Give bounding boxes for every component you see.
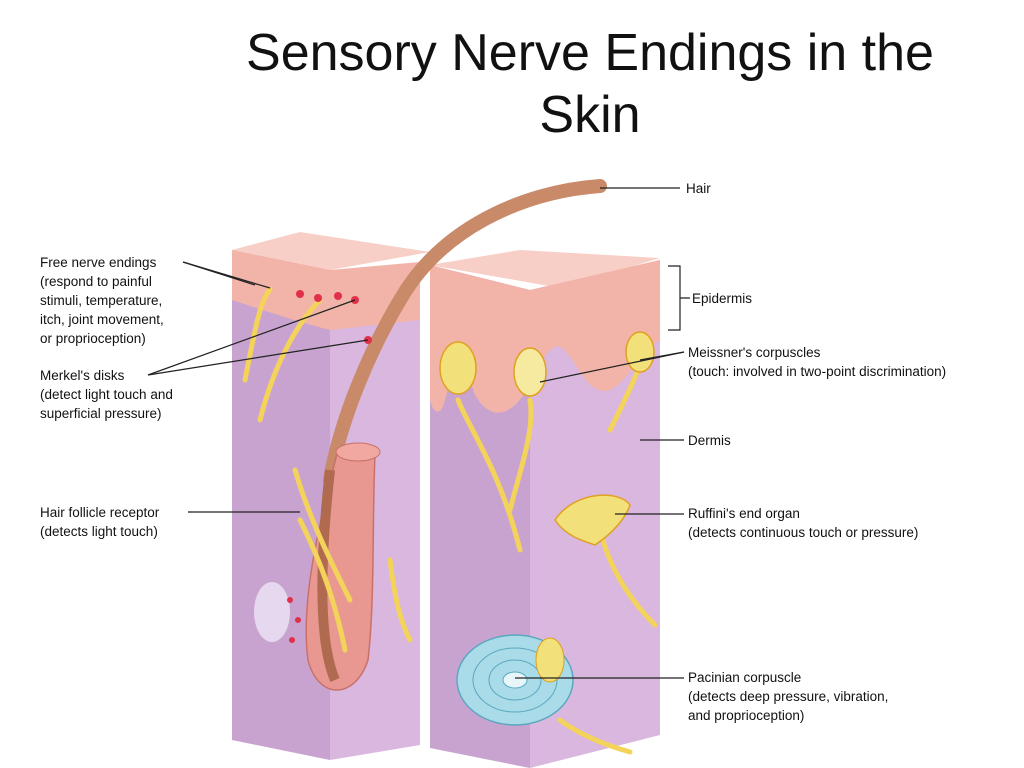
hair-structure [254, 179, 607, 691]
meissner-corpuscle [513, 347, 547, 397]
nerve-fiber [387, 557, 413, 643]
label-pacinian: Pacinian corpuscle (detects deep pressur… [688, 668, 888, 725]
label-meissner-desc: (touch: involved in two-point discrimina… [688, 364, 947, 379]
label-pacinian-desc-1: (detects deep pressure, vibration, [688, 689, 889, 704]
hair-shaft [323, 179, 607, 487]
page-title: Sensory Nerve Endings in the Skin [180, 22, 1000, 146]
label-hair: Hair [686, 179, 711, 198]
right-epidermis-left [430, 265, 530, 413]
label-meissner: Meissner's corpuscles (touch: involved i… [688, 343, 946, 381]
merkel-disk [334, 292, 342, 300]
merkel-disk [287, 597, 293, 603]
meissner-corpuscles [439, 331, 655, 397]
meissner-leader-1 [539, 351, 685, 383]
sebaceous-bulb [254, 582, 290, 642]
label-hair-follicle-receptor: Hair follicle receptor (detects light to… [40, 503, 159, 541]
nerve-fibers [242, 287, 658, 755]
label-meissner-name: Meissner's corpuscles [688, 345, 821, 360]
ruffini-end-organ [554, 494, 631, 546]
merkel-disk [289, 637, 295, 643]
meissner-corpuscle [439, 341, 477, 395]
leader-lines [147, 187, 690, 679]
nerve-fiber [257, 297, 323, 423]
nerve-fiber [455, 397, 523, 553]
label-free-nerve-desc-3: itch, joint movement, [40, 312, 164, 327]
label-merkel-disks: Merkel's disks (detect light touch and s… [40, 366, 173, 423]
right-epidermis-top [430, 250, 660, 288]
nerve-fiber [597, 527, 658, 628]
label-hair-line: Hair [686, 181, 711, 196]
label-ruffini-desc: (detects continuous touch or pressure) [688, 525, 919, 540]
pacinian-corpuscle [456, 634, 574, 726]
hair-follicle-top [335, 442, 381, 462]
label-merkel-desc-2: superficial pressure) [40, 406, 162, 421]
label-merkel-desc-1: (detect light touch and [40, 387, 173, 402]
epidermis-bracket [668, 265, 690, 331]
nerve-fiber [242, 287, 273, 383]
merkel-disk [295, 617, 301, 623]
label-ruffini: Ruffini's end organ (detects continuous … [688, 504, 918, 542]
nerve-fiber [297, 517, 348, 653]
title-line-2: Skin [539, 86, 641, 144]
merkel-leader-2 [147, 339, 369, 376]
label-ruffini-name: Ruffini's end organ [688, 506, 800, 521]
label-pacinian-desc-2: and proprioception) [688, 708, 805, 723]
hair-root [317, 469, 340, 682]
nerve-fiber [507, 397, 534, 513]
label-free-nerve-name: Free nerve endings [40, 255, 157, 270]
label-free-nerve-desc-4: or proprioception) [40, 331, 146, 346]
title-line-1: Sensory Nerve Endings in the [246, 24, 934, 82]
merkel-leader-1 [147, 299, 356, 376]
label-dermis-line: Dermis [688, 433, 731, 448]
nerve-fiber [292, 467, 353, 603]
label-hair-follicle-name: Hair follicle receptor [40, 505, 160, 520]
merkel-disk [296, 290, 304, 298]
label-dermis: Dermis [688, 431, 731, 450]
nerve-fiber [607, 367, 641, 433]
free-nerve-leader-2 [182, 261, 271, 289]
label-hair-follicle-desc: (detects light touch) [40, 524, 158, 539]
label-epidermis-line: Epidermis [692, 291, 753, 306]
merkel-disk [314, 294, 322, 302]
left-epidermis-side [232, 250, 330, 330]
meissner-leader-2 [639, 351, 685, 361]
label-free-nerve-desc-1: (respond to painful [40, 274, 152, 289]
meissner-corpuscle [625, 331, 655, 373]
label-pacinian-name: Pacinian corpuscle [688, 670, 802, 685]
label-merkel-name: Merkel's disks [40, 368, 125, 383]
label-free-nerve-endings: Free nerve endings (respond to painful s… [40, 253, 164, 348]
nerve-fiber [557, 717, 633, 755]
label-free-nerve-desc-2: stimuli, temperature, [40, 293, 163, 308]
label-epidermis: Epidermis [692, 289, 752, 308]
left-epidermis-top [232, 232, 430, 270]
